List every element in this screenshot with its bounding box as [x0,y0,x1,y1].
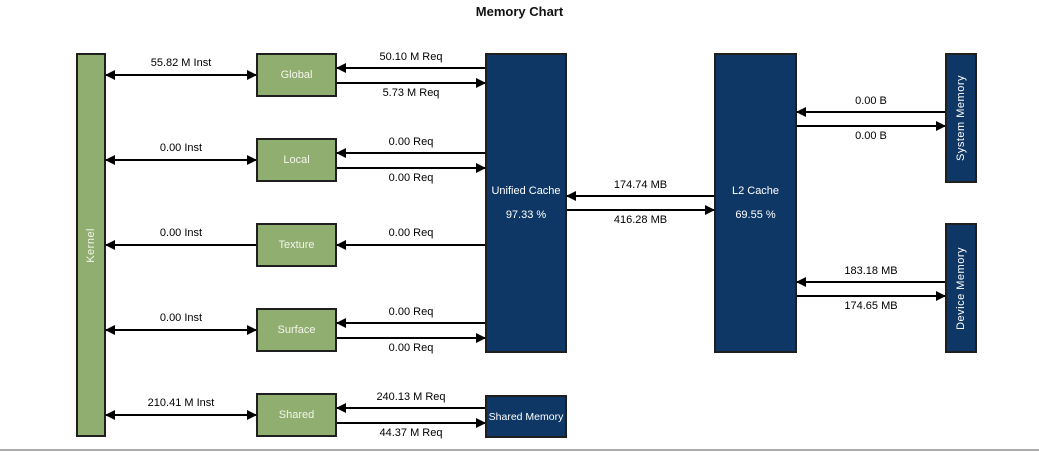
arrow-kernel-local [105,155,257,165]
arrowhead-right-icon [247,155,257,165]
arrowhead-right-icon [936,121,946,131]
arrow-global-to-unified [337,78,486,88]
flow-label-surface-to-unified: 0.00 Req [388,342,434,354]
arrowhead-right-icon [476,78,486,88]
node-device-memory-label: Device Memory [955,246,967,330]
arrow-kernel-shared [105,410,257,420]
arrow-l2-to-unified [566,191,714,201]
flow-label-kernel-global: 55.82 M Inst [150,57,212,69]
arrow-local-to-unified [337,163,486,173]
arrow-sharedmem-to-shared [336,403,485,413]
node-system-memory: System Memory [945,53,977,183]
arrowhead-right-icon [476,333,486,343]
arrow-l2-to-devmem [797,291,946,301]
arrowhead-right-icon [476,163,486,173]
arrow-surface-to-unified [337,333,486,343]
flow-label-kernel-surface: 0.00 Inst [159,312,203,324]
flow-label-global-to-unified: 5.73 M Req [382,87,440,99]
flow-label-l2-to-sysmem: 0.00 B [855,130,887,142]
arrow-unified-to-local [336,148,485,158]
node-l2-cache-label: L2 Cache [731,185,780,197]
node-global-label: Global [280,69,313,81]
flow-label-local-to-unified: 0.00 Req [388,172,434,184]
node-shared-memory-label: Shared Memory [488,410,564,423]
node-kernel: Kernel [76,53,106,437]
flow-label-texture-kernel: 0.00 Inst [159,227,203,239]
node-kernel-label: Kernel [85,227,97,263]
bottom-divider [0,449,1039,451]
arrowhead-right-icon [705,205,715,215]
arrow-l2-to-sysmem [797,121,946,131]
node-shared: Shared [256,393,337,437]
flow-label-sysmem-to-l2: 0.00 B [855,95,887,107]
arrowhead-left-icon [796,107,806,117]
arrow-shared-to-sharedmem [337,418,486,428]
arrow-texture-kernel [105,240,256,250]
arrowhead-right-icon [247,410,257,420]
node-shared-memory: Shared Memory [485,395,567,438]
arrowhead-left-icon [336,240,346,250]
arrowhead-left-icon [796,277,806,287]
node-system-memory-label: System Memory [955,75,967,161]
flow-label-l2-to-devmem: 174.65 MB [844,300,898,312]
arrowhead-left-icon [105,240,115,250]
node-texture: Texture [256,223,337,267]
flow-label-shared-to-sharedmem: 44.37 M Req [379,427,443,439]
node-shared-label: Shared [278,409,315,421]
arrowhead-left-icon [105,410,115,420]
arrow-unified-to-surface [336,318,485,328]
arrow-kernel-global [105,70,257,80]
arrow-devmem-to-l2 [796,277,945,287]
flow-label-unified-to-l2: 416.28 MB [613,214,668,226]
flow-label-devmem-to-l2: 183.18 MB [844,265,898,277]
arrow-unified-to-texture [336,240,485,250]
arrowhead-right-icon [476,418,486,428]
flow-label-l2-to-unified: 174.74 MB [613,179,668,191]
node-surface: Surface [256,308,337,352]
arrow-sysmem-to-l2 [796,107,945,117]
l2-cache-hit-rate: 69.55 % [735,209,776,221]
arrowhead-left-icon [336,403,346,413]
chart-title: Memory Chart [475,4,564,19]
arrowhead-left-icon [105,155,115,165]
flow-label-unified-to-texture: 0.00 Req [388,227,434,239]
node-surface-label: Surface [277,324,316,336]
node-texture-label: Texture [278,239,315,251]
arrowhead-right-icon [936,291,946,301]
flow-label-unified-to-local: 0.00 Req [388,136,434,148]
node-device-memory: Device Memory [945,223,977,353]
node-unified-cache-label: Unified Cache [491,185,561,197]
flow-label-unified-to-global: 50.10 M Req [379,51,443,63]
node-global: Global [256,53,337,97]
arrowhead-left-icon [566,191,576,201]
arrowhead-left-icon [105,70,115,80]
arrow-kernel-surface [105,325,257,335]
node-l2-cache: L2 Cache 69.55 % [714,53,797,353]
arrow-unified-to-l2 [567,205,715,215]
flow-label-kernel-local: 0.00 Inst [159,142,203,154]
arrowhead-left-icon [336,148,346,158]
node-unified-cache: Unified Cache 97.33 % [485,53,567,353]
flow-label-kernel-shared: 210.41 M Inst [147,397,215,409]
unified-cache-hit-rate: 97.33 % [505,209,547,221]
node-local-label: Local [283,154,310,166]
arrowhead-left-icon [336,63,346,73]
flow-label-sharedmem-to-shared: 240.13 M Req [376,391,446,403]
arrowhead-right-icon [247,325,257,335]
arrowhead-right-icon [247,70,257,80]
arrowhead-left-icon [105,325,115,335]
flow-label-unified-to-surface: 0.00 Req [388,306,434,318]
arrow-unified-to-global [336,63,485,73]
node-local: Local [256,138,337,182]
arrowhead-left-icon [336,318,346,328]
